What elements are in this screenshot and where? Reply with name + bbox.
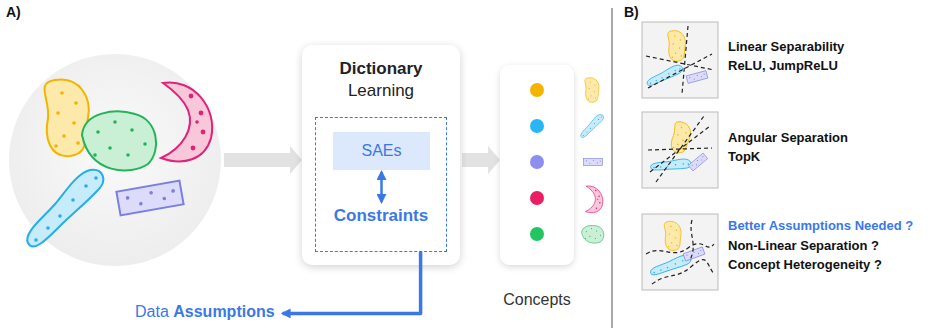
assumptions-label: DataAssumptions: [135, 302, 275, 323]
separation-thumbnail: [642, 22, 718, 98]
concept-blob: [27, 170, 103, 247]
concept-blob: [161, 82, 212, 161]
concept-icon: [585, 78, 599, 103]
concept-icon: [581, 115, 604, 138]
concept-blob: [116, 181, 183, 216]
open-question: Better Assumptions Needed ?: [728, 218, 913, 233]
concept-icon: [586, 186, 603, 213]
label-slot: Linear Separability: [728, 39, 844, 54]
flow-arrow: [224, 146, 302, 174]
panel-letter: B): [624, 4, 639, 20]
panel-divider: [612, 8, 613, 328]
label-slot: B): [624, 4, 639, 20]
label-slot: Concept Heterogeneity ?: [728, 257, 882, 272]
concept-dot: [530, 191, 544, 205]
separation-thumbnail: [642, 214, 718, 290]
label-slot: A): [6, 4, 21, 20]
assumptions-label-text: Assumptions: [173, 302, 274, 323]
label-slot: Non-Linear Separation ?: [728, 238, 879, 253]
concept-dot: [530, 83, 544, 97]
concept-blob: [44, 80, 88, 157]
method-heading: Linear Separability: [728, 39, 844, 54]
method-heading: Angular Separation: [728, 130, 848, 145]
label-slot: ReLU, JumpReLU: [728, 58, 838, 73]
concept-icon: [583, 158, 602, 165]
method-examples: TopK: [728, 149, 760, 164]
separation-thumbnail: [642, 112, 718, 188]
constraints-region: Constraints SAEs: [315, 117, 447, 252]
feedback-arrow: [283, 252, 421, 313]
bidirectional-arrow: [380, 172, 383, 202]
dictionary-box: DictionaryLearningConstraints SAEs: [302, 45, 460, 265]
constraints-region-text: Constraints: [334, 205, 428, 227]
concept-dot: [530, 227, 544, 241]
dictionary-box-text: Dictionary: [339, 58, 422, 80]
open-question: Concept Heterogeneity ?: [728, 257, 882, 272]
label-slot: Concepts: [487, 291, 587, 309]
label-slot: Better Assumptions Needed ?: [728, 218, 913, 233]
label-slot: Angular Separation: [728, 130, 848, 145]
flow-arrow: [462, 146, 500, 174]
open-question: Non-Linear Separation ?: [728, 238, 879, 253]
panel-letter: A): [6, 4, 21, 20]
assumptions-label-text: Data: [135, 302, 169, 323]
label-slot: TopK: [728, 149, 760, 164]
concepts-panel: [500, 65, 574, 265]
concept-blob: [82, 112, 156, 171]
concept-icon: [582, 225, 604, 243]
concept-dot: [530, 155, 544, 169]
dictionary-box-text: Learning: [348, 80, 414, 102]
sae-box-text: SAEs: [361, 141, 401, 162]
sae-box: SAEs: [333, 132, 430, 170]
method-examples: ReLU, JumpReLU: [728, 58, 838, 73]
data-space: [9, 54, 221, 266]
axis-caption: Concepts: [487, 291, 587, 309]
concept-dot: [530, 119, 544, 133]
